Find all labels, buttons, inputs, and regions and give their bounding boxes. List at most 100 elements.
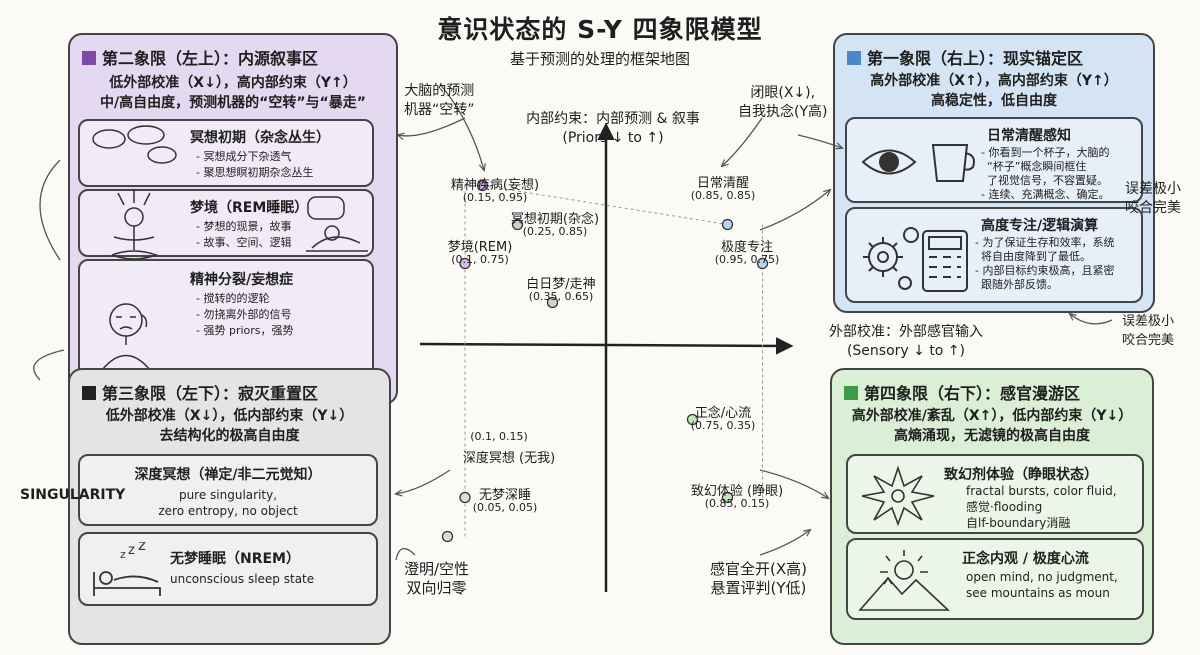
card-line: - 为了保证生存和效率，系统 xyxy=(975,236,1115,249)
quadrant-2-heading-text: 第二象限（左上）：内源叙事区 xyxy=(102,49,319,68)
note-eyes-closed-line-1: 闭眼(X↓), xyxy=(750,85,816,101)
note-error-small-bottom: 误差极小 咬合完美 xyxy=(1122,312,1174,350)
note-senses-line-1: 感官全开(X高) xyxy=(710,560,807,578)
point-coord-deep-meditation: (0.1, 0.15) xyxy=(470,430,528,443)
singularity-arrow xyxy=(396,469,451,494)
card-title: 精神分裂/妄想症 xyxy=(190,272,294,288)
point-marker-3 xyxy=(546,296,559,309)
card-title: 日常清醒感知 xyxy=(987,128,1071,144)
card-psychedelic: 致幻剂体验（睁眼状态） fractal bursts, color fluid,… xyxy=(846,454,1144,534)
point-coord-flow: (0.75, 0.35) xyxy=(690,419,756,432)
quadrant-3-panel: 第三象限（左下）：寂灭重置区 低外部校准（X↓），低内部约束（Y↓） 去结构化的… xyxy=(68,368,391,645)
point-coord-early-meditation: (0.25, 0.85) xyxy=(522,225,588,238)
quadrant-2-panel: 第二象限（左上）：内源叙事区 低外部校准（X↓），高内部约束（Y↑） 中/高自由… xyxy=(68,33,398,405)
point-coord-daily-waking: (0.85, 0.85) xyxy=(690,189,756,202)
quadrant-1-panel: 第一象限（右上）：现实锚定区 高外部校准（X↑），高内部约束（Y↑） 高稳定性，… xyxy=(833,33,1155,313)
card-line: open mind, no judgment, xyxy=(966,570,1118,584)
card-line: - 内部目标约束极高，且紧密 xyxy=(975,264,1115,277)
note-clarity-line-1: 澄明/空性 xyxy=(404,560,470,578)
guide-line-2 xyxy=(482,185,728,225)
note-error-small-top: 误差极小 咬合完美 xyxy=(1125,180,1181,218)
gear-calculator-icon xyxy=(863,227,968,292)
card-line: 跟随外部反馈。 xyxy=(981,278,1058,291)
point-label-rem: 梦境(REM) xyxy=(447,240,513,255)
point-marker-2 xyxy=(459,257,471,270)
swirl-line xyxy=(33,159,65,381)
eyes-closed-arrow xyxy=(722,117,763,166)
point-coord-rem: (0.1, 0.75) xyxy=(451,253,509,266)
card-line: - 故事、空间、逻辑 xyxy=(196,236,292,249)
note-senses-line-2: 悬置评判(Y低) xyxy=(710,579,807,597)
point-marker-6 xyxy=(686,413,699,426)
note-eyes-closed: 闭眼(X↓), 自我执念(Y高) xyxy=(738,84,827,122)
note-brain-idle-line-2: 机器“空转” xyxy=(404,102,475,118)
card-line: 了视觉信号，不容置疑。 xyxy=(987,174,1108,187)
waking-arrow xyxy=(759,190,830,231)
note-error-small-top-line-1: 误差极小 xyxy=(1125,181,1181,197)
point-label-psychedelic: 致幻体验 (睁眼) xyxy=(690,484,784,499)
note-clarity: 澄明/空性 双向归零 xyxy=(404,560,469,598)
y-axis-label-line-2: (Priors ↓ to ↑) xyxy=(562,130,664,146)
point-label-daily-waking: 日常清醒 xyxy=(696,176,749,191)
card-line: 感觉·flooding xyxy=(966,500,1043,514)
page-subtitle: 基于预测的处理的框架地图 xyxy=(509,50,690,68)
psychedelic-arrow xyxy=(759,469,828,498)
eyes-closed-arrow-2 xyxy=(797,134,842,148)
note-senses: 感官全开(X高) 悬置评判(Y低) xyxy=(710,560,807,598)
point-label-psychosis: 精神疾病(妄想) xyxy=(450,178,540,193)
page-title: 意识状态的 S-Y 四象限模型 xyxy=(437,15,763,44)
clarity-arrow xyxy=(395,548,416,561)
card-line: zero entropy, no object xyxy=(158,504,298,518)
card-line: - 你看到一个杯子，大脑的 xyxy=(981,146,1110,159)
card-line: - 冥想成分下杂透气 xyxy=(196,150,292,163)
sleeping-bed-icon: z z z xyxy=(93,542,161,596)
quadrant-1-sub1: 高外部校准（X↑），高内部约束（Y↑） xyxy=(870,73,1118,89)
senses-arrow xyxy=(759,530,810,556)
x-axis xyxy=(419,337,794,355)
quadrant-3-sub2: 去结构化的极高自由度 xyxy=(159,428,300,444)
point-marker-9 xyxy=(721,491,734,504)
card-line: 自lf-boundary消融 xyxy=(966,516,1071,530)
card-line: fractal bursts, color fluid, xyxy=(966,484,1117,498)
point-coord-psychedelic: (0.85, 0.15) xyxy=(704,497,770,510)
note-singularity: SINGULARITY xyxy=(20,487,126,503)
point-marker-7 xyxy=(459,491,471,504)
brain-idle-arrow xyxy=(439,83,484,170)
note-error-small-top-line-2: 咬合完美 xyxy=(1125,200,1181,216)
card-daily-waking: 日常清醒感知 - 你看到一个杯子，大脑的 “杯子”概念瞬间框住 了视觉信号，不容… xyxy=(845,117,1143,203)
meditation-figure-icon xyxy=(92,125,177,371)
burst-icon xyxy=(861,465,935,527)
quadrant-2-heading: 第二象限（左上）：内源叙事区 xyxy=(82,45,318,69)
point-marker-5 xyxy=(756,257,769,270)
card-line: - 勿挠离外部的信号 xyxy=(196,308,292,321)
quadrant-2-sub1: 低外部校准（X↓），高内部约束（Y↑） xyxy=(109,75,357,91)
note-clarity-line-2: 双向归零 xyxy=(406,579,467,597)
card-line: unconscious sleep state xyxy=(170,572,315,586)
point-marker-0 xyxy=(476,179,489,192)
x-axis-label-line-1: 外部校准：外部感官输入 xyxy=(829,324,983,340)
y-axis-label: 内部约束：内部预测 & 叙事 (Priors ↓ to ↑) xyxy=(508,110,718,148)
card-line: - 连续、充满概念、确定。 xyxy=(981,188,1110,201)
note-error-small-bottom-line-1: 误差极小 xyxy=(1122,314,1175,329)
point-coord-extreme-focus: (0.95, 0.75) xyxy=(714,253,780,266)
point-label-dreamless-sleep: 无梦深睡 xyxy=(478,488,531,503)
svg-text:z: z xyxy=(120,548,126,561)
point-label-deep-meditation: 深度冥想 (无我) xyxy=(462,451,556,466)
point-coord-psychosis: (0.15, 0.95) xyxy=(462,191,528,204)
card-early-meditation: 冥想初期（杂念丛生） - 冥想成分下杂透气 - 聚思想瞑初期杂念丛生 xyxy=(78,119,374,187)
sleeping-dream-icon xyxy=(306,196,368,252)
card-line: - 强势 priors，强势 xyxy=(196,324,294,337)
quadrant-1-heading: 第一象限（右上）：现实锚定区 xyxy=(847,45,1083,69)
point-coord-dreamless-sleep: (0.05, 0.05) xyxy=(472,501,538,514)
card-title: 梦境（REM睡眠） xyxy=(190,200,309,216)
card-line: see mountains as moun xyxy=(966,586,1110,600)
quadrant-3-sub1: 低外部校准（X↓），低内部约束（Y↓） xyxy=(105,408,354,424)
card-mindfulness-flow: 正念内观 / 极度心流 open mind, no judgment, see … xyxy=(846,538,1144,620)
quadrant-2-color-square xyxy=(82,51,96,65)
note-eyes-closed-line-2: 自我执念(Y高) xyxy=(738,104,828,120)
card-title: 深度冥想（禅定/非二元觉知） xyxy=(134,467,322,483)
quadrant-2-sub2: 中/高自由度，预测机器的“空转”与“暴走” xyxy=(100,95,366,111)
card-line: - 梦想的现景，故事 xyxy=(196,220,292,233)
card-nrem-sleep: 无梦睡眠（NREM） unconscious sleep state z z z xyxy=(78,532,378,606)
x-axis-label: 外部校准：外部感官输入 (Sensory ↓ to ↑) xyxy=(796,323,1016,361)
